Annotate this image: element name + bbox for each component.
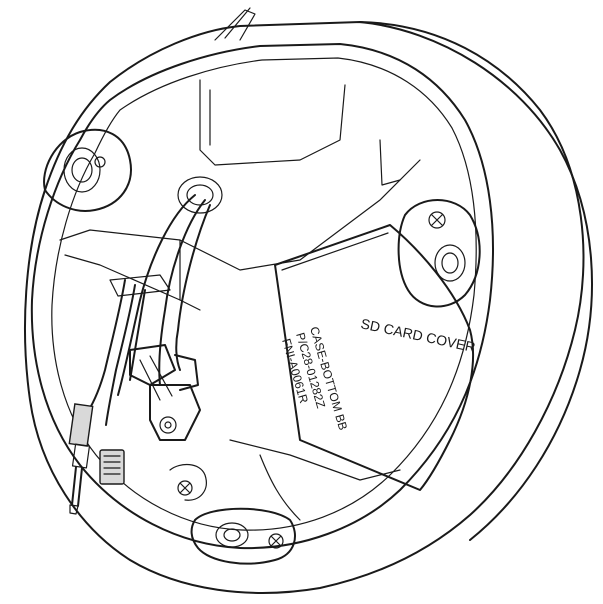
cable-grommet-upper bbox=[177, 176, 223, 214]
interior-walls bbox=[59, 79, 421, 521]
outer-shell bbox=[24, 7, 593, 594]
screw-boss-bottom bbox=[190, 507, 296, 565]
screw-boss-upper-left bbox=[43, 128, 132, 212]
multi-pin-connector bbox=[99, 449, 125, 485]
screw-lower bbox=[169, 464, 207, 501]
cables bbox=[81, 194, 211, 426]
inner-rim bbox=[30, 43, 494, 550]
sd-card-cover-panel bbox=[274, 224, 475, 491]
sd-card-cover-label: SD CARD COVER bbox=[359, 315, 476, 355]
audio-jack-plug bbox=[68, 403, 94, 515]
screw-boss-right bbox=[397, 199, 481, 308]
cable-clamp bbox=[129, 344, 201, 441]
